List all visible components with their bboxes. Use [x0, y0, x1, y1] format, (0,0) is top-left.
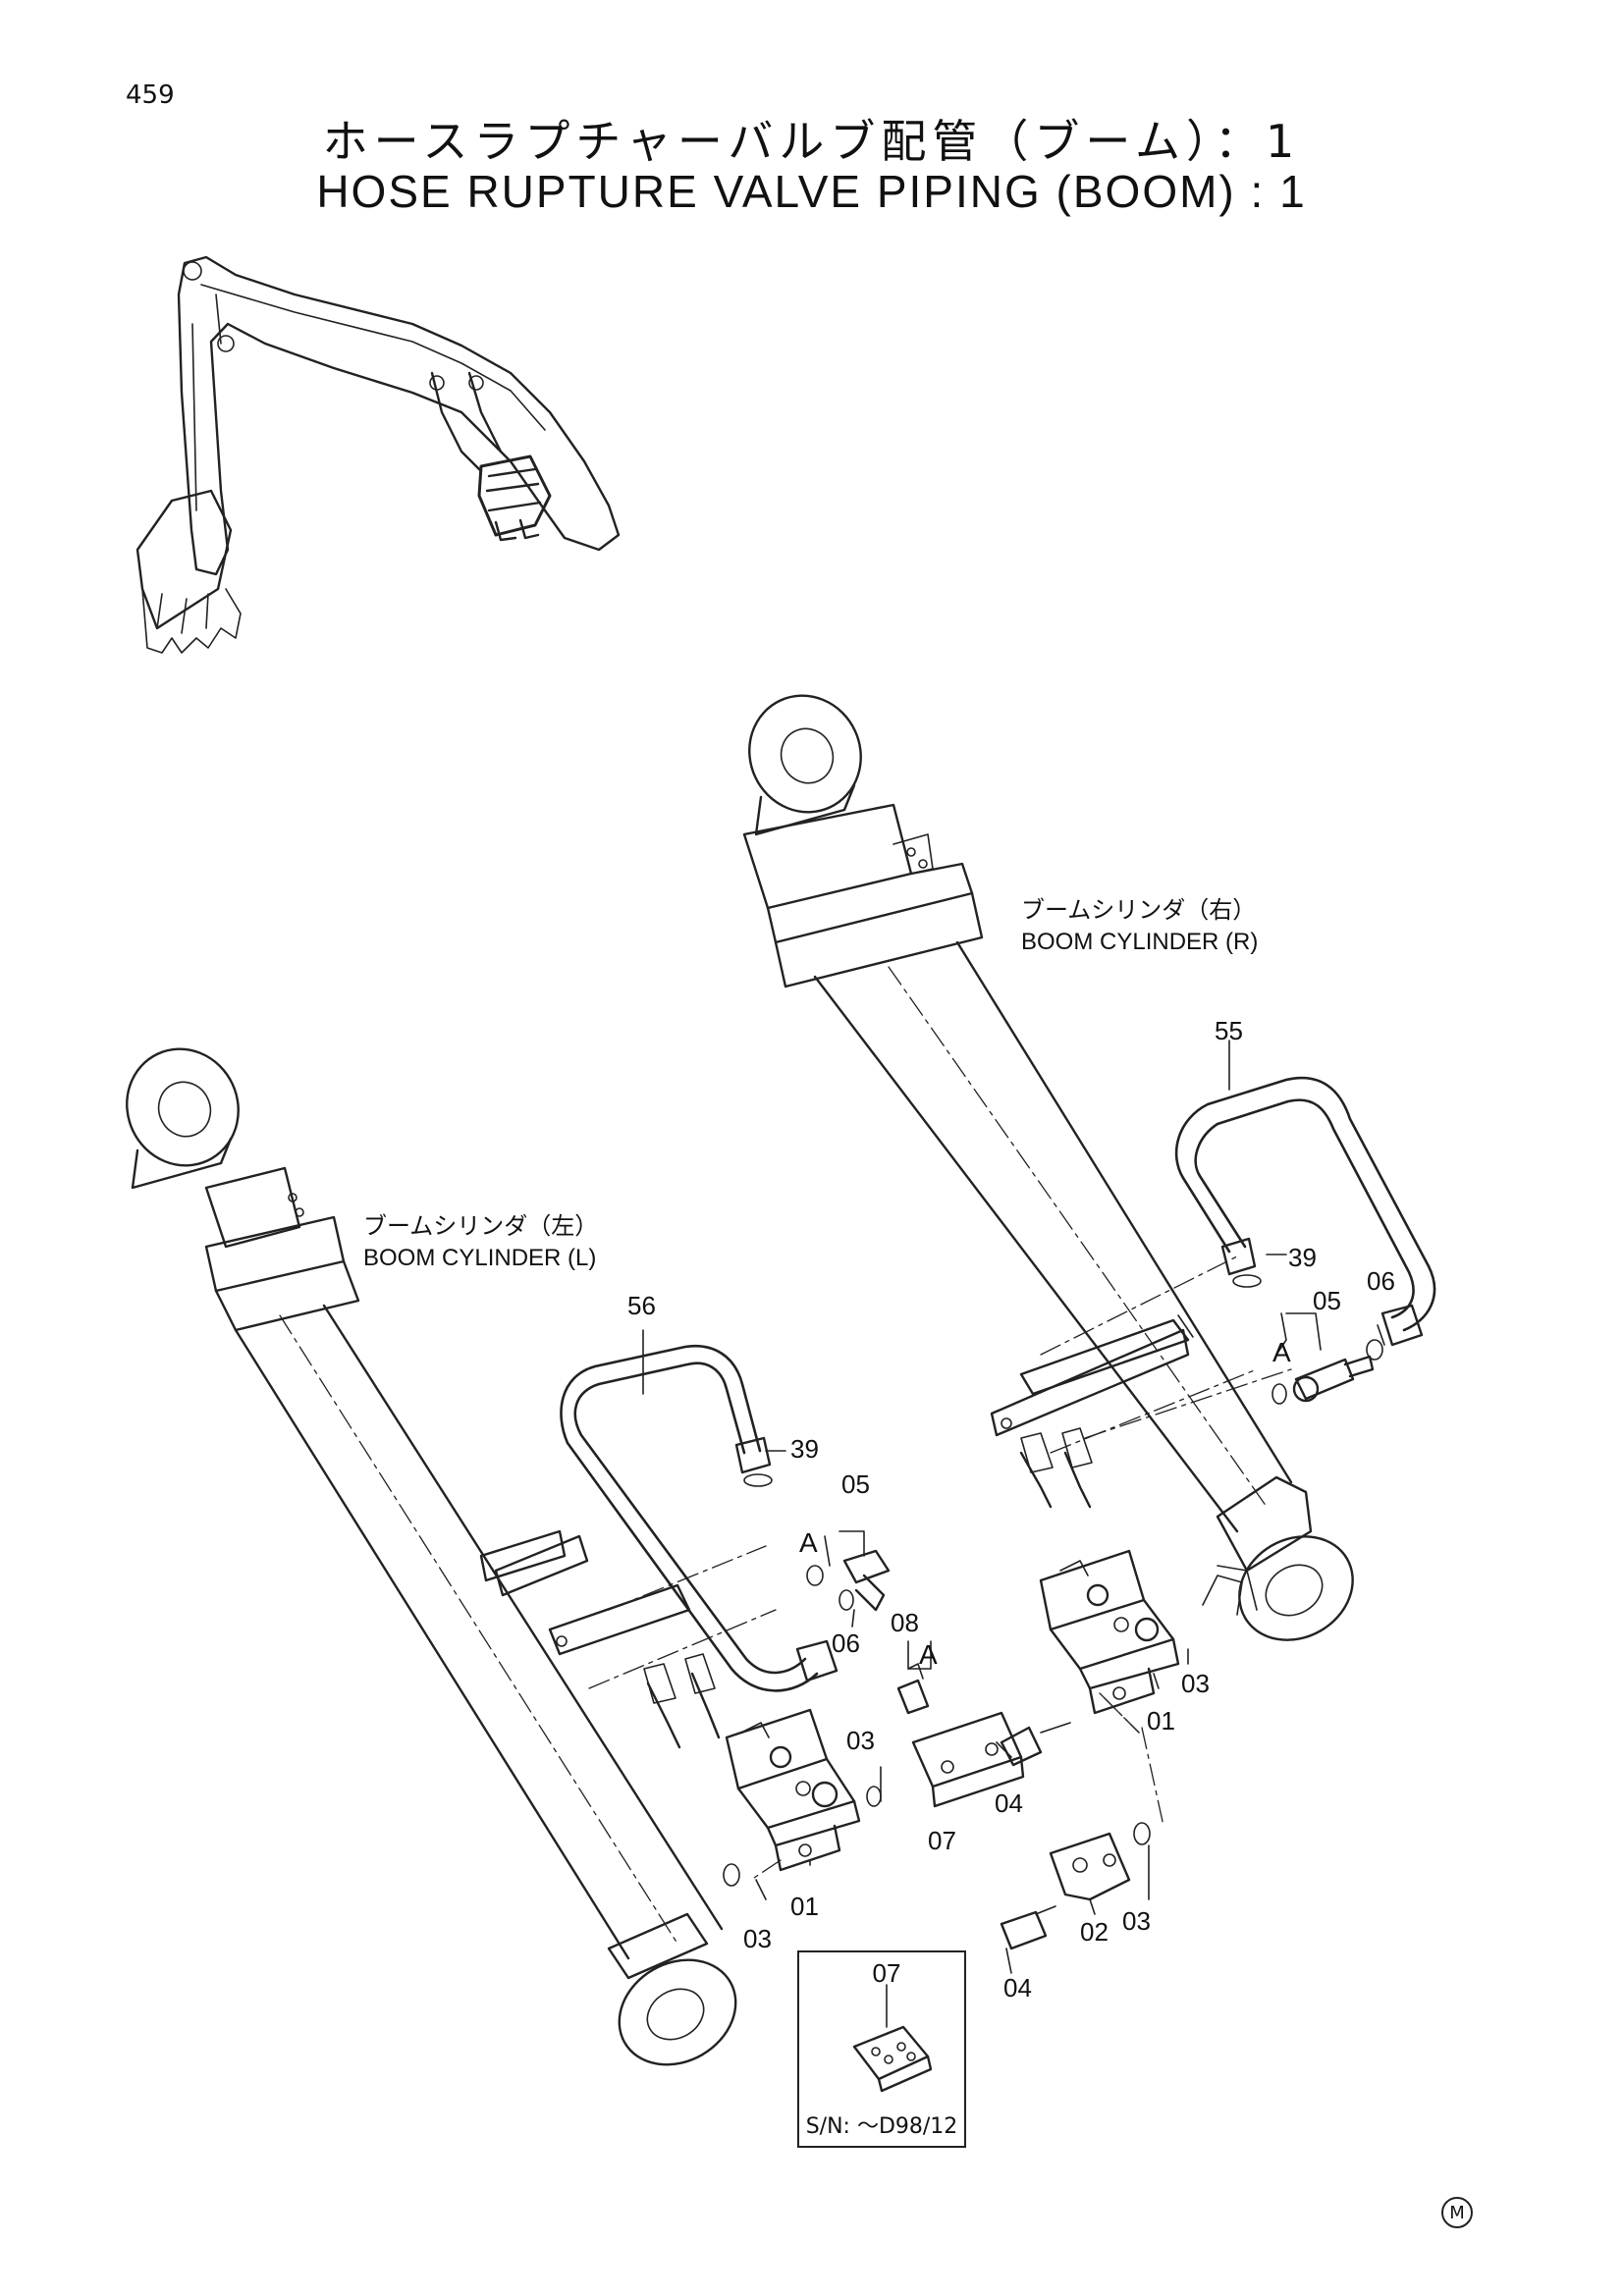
callout-06-right: 06 [1367, 1266, 1395, 1296]
boom-cylinder-right-label-jp: ブームシリンダ（右） [1021, 897, 1257, 924]
callout-04-bottom: 04 [1003, 1973, 1032, 2002]
callout-39-right: 39 [1288, 1243, 1317, 1272]
boom-cylinder-right-drawing [742, 694, 1354, 1641]
pipe-55-drawing [1174, 1076, 1436, 1347]
boom-cylinder-left-label-en: BOOM CYLINDER (L) [363, 1245, 597, 1271]
boom-cylinder-left-label: ブームシリンダ（左） BOOM CYLINDER (L) [363, 1211, 598, 1274]
valve-block-left-drawing [643, 1653, 861, 1881]
parts-left-05-06 [806, 1530, 891, 1612]
parts-center [723, 1640, 1071, 1887]
inset-part-number: 07 [872, 1958, 901, 1988]
callout-05-right: 05 [1313, 1286, 1341, 1315]
inset-box [797, 1950, 966, 2148]
callout-a-right: A [1272, 1337, 1291, 1367]
callout-01-left: 01 [790, 1892, 819, 1921]
inset-plate-07-drawing [852, 1984, 933, 2093]
boom-cylinder-right-label: ブームシリンダ（右） BOOM CYLINDER (R) [1021, 895, 1258, 958]
parts-bottom [1000, 1697, 1164, 1950]
pipe-56-drawing [560, 1344, 839, 1692]
callout-04-center: 04 [995, 1789, 1023, 1818]
callout-03-center: 03 [846, 1726, 875, 1755]
callout-02: 02 [1080, 1917, 1109, 1947]
callout-a-left-2: A [919, 1639, 938, 1670]
callout-56: 56 [627, 1291, 656, 1320]
callout-05-left: 05 [841, 1469, 870, 1499]
leader-lines [642, 1040, 1385, 1974]
callout-01-right: 01 [1147, 1706, 1175, 1735]
boom-cylinder-left-drawing [126, 1047, 777, 2066]
page-title-en: HOSE RUPTURE VALVE PIPING (BOOM) : 1 [316, 166, 1307, 217]
callout-03-left: 03 [743, 1924, 772, 1953]
inset-serial-number: S/N: ～D98/12 [805, 2114, 958, 2139]
callout-a-left-1: A [799, 1527, 818, 1558]
callout-03-right-2: 03 [1122, 1906, 1151, 1936]
callout-39-left: 39 [790, 1434, 819, 1464]
corner-mark-circled-m: M [1441, 2197, 1473, 2228]
page-title-jp: ホースラプチャーバルブ配管（ブーム）：1 [322, 115, 1301, 168]
page-number: 459 [126, 80, 175, 110]
callout-03-right-1: 03 [1181, 1669, 1210, 1698]
boom-cylinder-left-label-jp: ブームシリンダ（左） [363, 1213, 599, 1240]
callout-07: 07 [928, 1826, 956, 1855]
parts-right-05-06 [1271, 1312, 1383, 1405]
excavator-thumbnail [135, 255, 621, 654]
callout-06-left: 06 [832, 1629, 860, 1658]
callout-55: 55 [1215, 1016, 1243, 1045]
callout-08: 08 [891, 1608, 919, 1637]
valve-block-right-drawing [1019, 1427, 1180, 1734]
boom-cylinder-right-label-en: BOOM CYLINDER (R) [1021, 929, 1259, 955]
